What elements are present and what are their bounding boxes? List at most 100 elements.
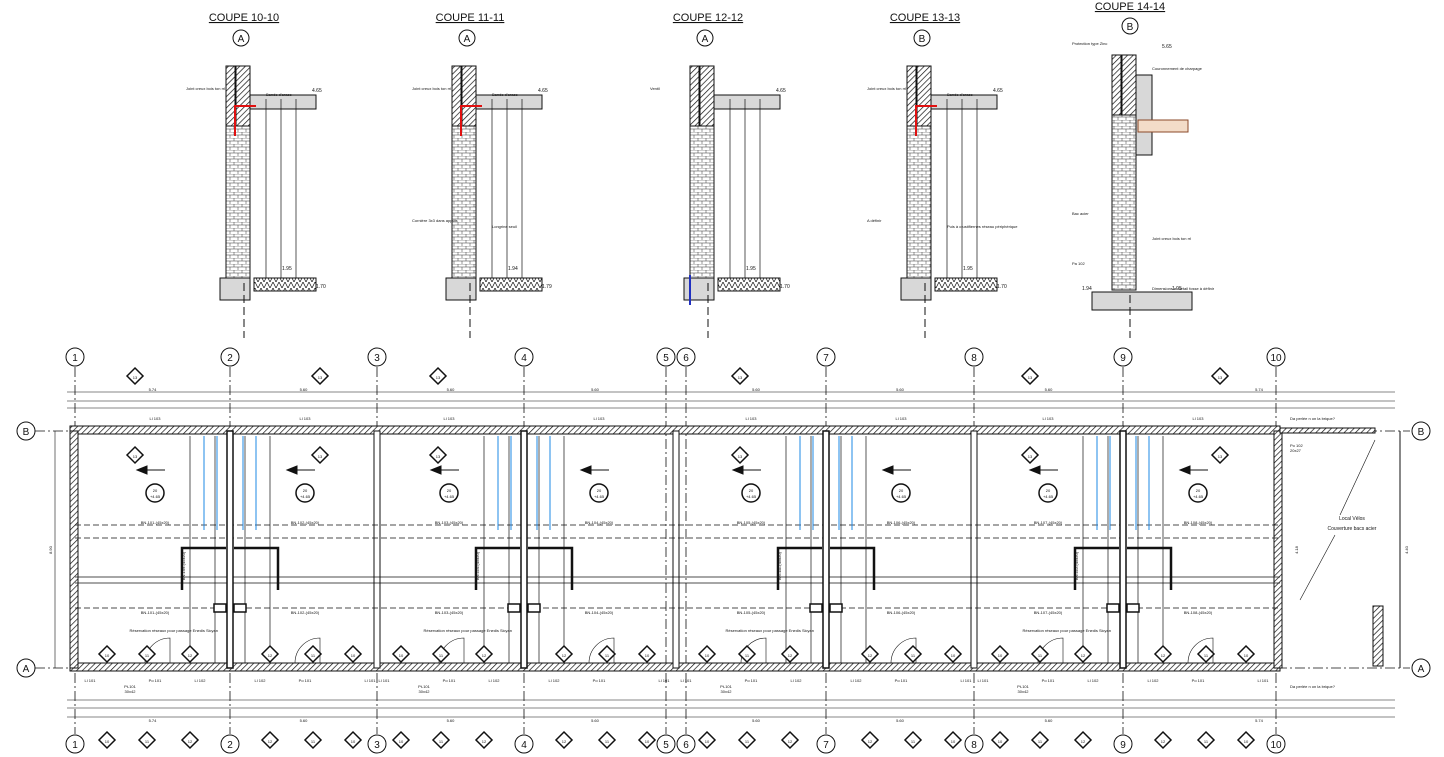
- beam-label-upper: BN-107-(45x20): [1034, 520, 1063, 525]
- brick-wall: [451, 125, 477, 279]
- section-marker-icon: [1030, 644, 1050, 664]
- span-dimension-top: 5.60: [896, 387, 905, 392]
- level-top: 4.65: [776, 88, 786, 94]
- section-marker-icon: [428, 445, 448, 465]
- grid-bubble-5: [656, 734, 676, 754]
- leader-line: [1299, 534, 1336, 601]
- beam-label-upper: BN-106-(45x20): [887, 520, 916, 525]
- section-marker-label: 11: [145, 739, 150, 744]
- span-dimension-top: 5.60: [447, 387, 456, 392]
- section-marker-icon: [737, 644, 757, 664]
- core-wall: [1127, 546, 1173, 590]
- section-marker-icon: [903, 644, 923, 664]
- section-marker-icon: [260, 644, 280, 664]
- grid-label: B: [1418, 427, 1425, 438]
- axis-bubble: [913, 29, 931, 47]
- section-marker-label: 12: [1161, 653, 1166, 658]
- beam-label-upper: BN-102-(45x20): [291, 520, 320, 525]
- annotation-note: Joint creux bois ton rrl: [412, 86, 451, 91]
- axis-bubble: [458, 29, 476, 47]
- party-wall: [373, 430, 381, 669]
- beam-label-lower: BN-108-(45x20): [1184, 610, 1213, 615]
- section-marker-label: 12: [482, 739, 487, 744]
- room-label-top: Ll 103: [746, 416, 758, 421]
- section-marker-label: 10: [645, 653, 650, 658]
- section-marker-icon: [1030, 730, 1050, 750]
- grid-label: 4: [521, 740, 527, 751]
- section-marker-label: 12: [1081, 653, 1086, 658]
- room-label-po: Po 101: [1192, 678, 1205, 683]
- section-marker-icon: [697, 730, 717, 750]
- slope-arrow: [429, 465, 459, 475]
- grid-bubble-8: [964, 734, 984, 754]
- reservation-note: Réservation réseaux pour passage Enedis …: [1023, 628, 1112, 633]
- room-label-ll101: Ll 101: [659, 678, 671, 683]
- roof-slab: [930, 94, 998, 110]
- slope-arrow: [285, 465, 315, 475]
- slope-arrow: [731, 465, 761, 475]
- grid-label: 5: [663, 353, 669, 364]
- level-floor: 1.95: [963, 266, 973, 272]
- door-swing: [1187, 637, 1214, 664]
- brick-wall: [689, 125, 715, 279]
- meter-box: [829, 603, 843, 613]
- section-marker-label: 10: [705, 653, 710, 658]
- level-marker: [145, 483, 165, 503]
- section-marker-label: 10: [105, 653, 110, 658]
- room-label-ll102: Ll 102: [549, 678, 561, 683]
- section-marker-label: 11: [439, 739, 444, 744]
- meter-box: [1106, 603, 1120, 613]
- parapet: [1121, 54, 1137, 116]
- beam-label-vertical: BN-109-(45x20): [181, 551, 186, 580]
- section-marker-label: 12: [188, 739, 193, 744]
- section-marker-label: 10: [105, 739, 110, 744]
- party-wall: [672, 430, 680, 669]
- axis-label: B: [919, 34, 926, 45]
- door-swing: [740, 637, 767, 664]
- section-marker-icon: [180, 644, 200, 664]
- axis-bubble: [696, 29, 714, 47]
- core-wall: [1073, 546, 1119, 590]
- grid-bubble-8: [964, 347, 984, 367]
- section-marker-icon: [1073, 644, 1093, 664]
- core-wall: [528, 546, 574, 590]
- reservation-note: Réservation réseaux pour passage Enedis …: [130, 628, 219, 633]
- grid-bubble-2: [220, 734, 240, 754]
- door-label: Po 102: [1290, 443, 1303, 448]
- beam-label-upper: BN-101-(45x20): [141, 520, 170, 525]
- section-marker-icon: [97, 644, 117, 664]
- section-marker-label: 12: [562, 739, 567, 744]
- level-marker: [741, 483, 761, 503]
- room-label-po: Po 101: [149, 678, 162, 683]
- grid-bubble-7: [816, 347, 836, 367]
- meter-box: [1126, 603, 1140, 613]
- foundation: [219, 277, 251, 301]
- section-marker-icon: [474, 644, 494, 664]
- east-wall: [1273, 430, 1283, 669]
- span-dimension-bottom: 5.60: [591, 718, 600, 723]
- core-wall: [180, 546, 226, 590]
- section-marker-icon: [597, 644, 617, 664]
- level-marker-bottom: +4.65: [444, 494, 455, 499]
- beam-label-lower: BN-103-(45x20): [435, 610, 464, 615]
- grid-bubble-10: [1266, 347, 1286, 367]
- side-dimension: 4.40: [1404, 545, 1409, 554]
- foundation: [900, 277, 932, 301]
- axis-label: A: [464, 34, 471, 45]
- section-marker-icon: [597, 730, 617, 750]
- span-dimension-bottom: 5.74: [149, 718, 158, 723]
- door-swing: [294, 637, 321, 664]
- section-marker-label: 12: [788, 739, 793, 744]
- axis-label: A: [238, 34, 245, 45]
- room-label-top: Ll 103: [594, 416, 606, 421]
- floor-insulation: [479, 277, 543, 292]
- central-wall: [226, 430, 234, 669]
- section-marker-label: 11: [1038, 653, 1043, 658]
- window-label: Pt-101: [720, 684, 733, 689]
- room-label-ll102: Ll 102: [489, 678, 501, 683]
- section-marker-label: 13: [133, 454, 138, 459]
- level-marker-bottom: +4.65: [300, 494, 311, 499]
- grid-label: 1: [72, 353, 78, 364]
- level-top: 5.65: [1162, 44, 1172, 50]
- grid-label: 9: [1120, 740, 1126, 751]
